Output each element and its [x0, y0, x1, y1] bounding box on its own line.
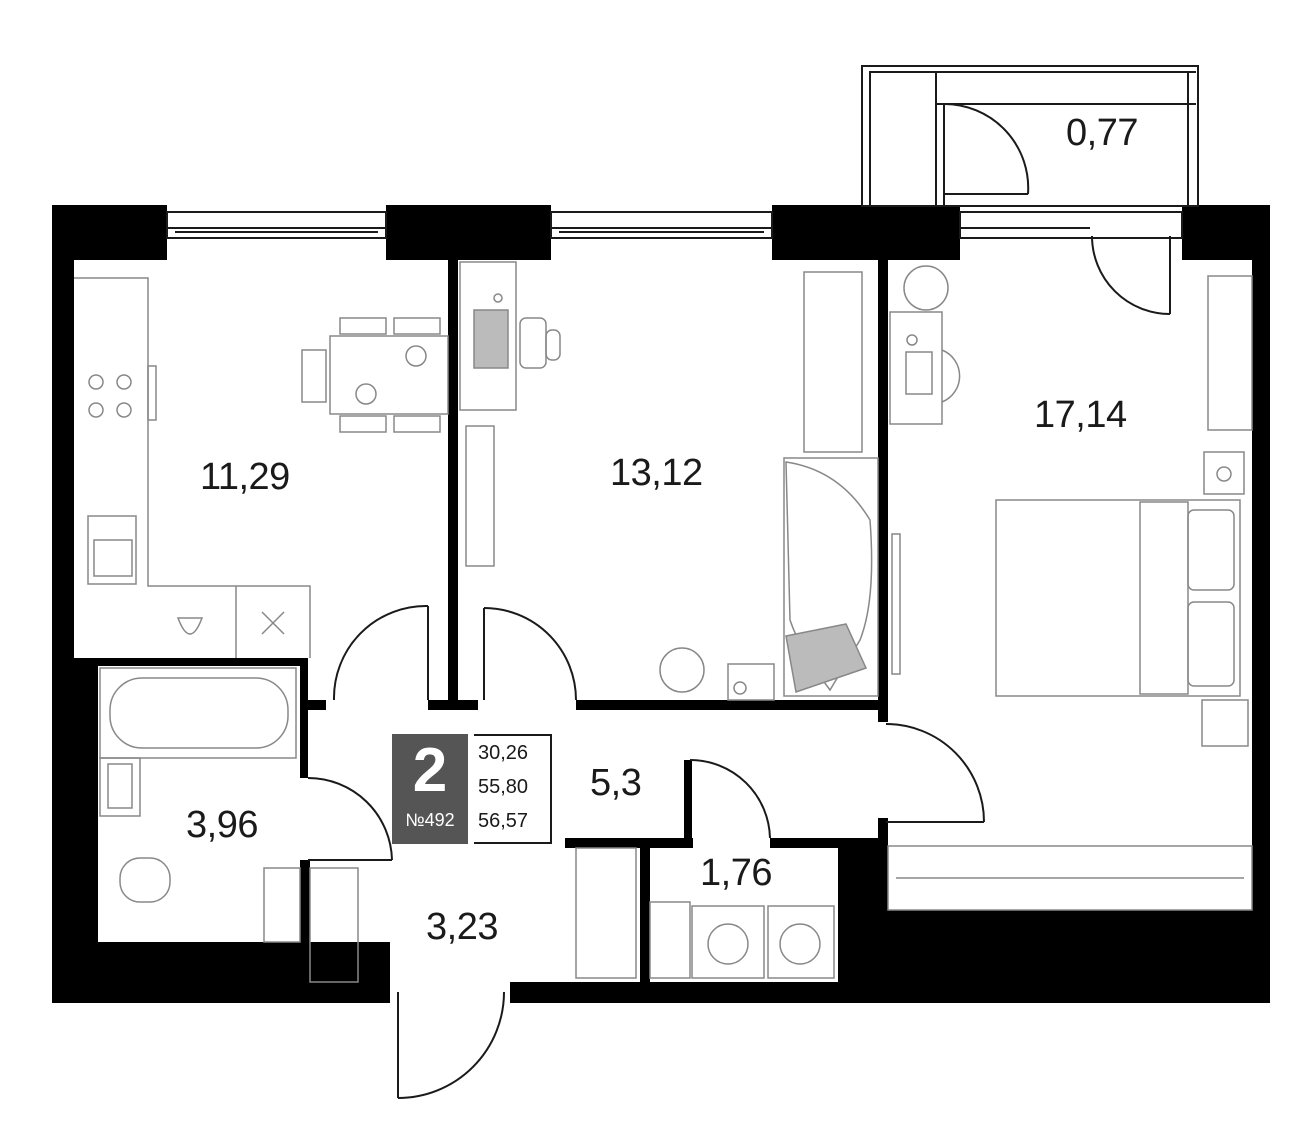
area-total: 55,80 [478, 776, 529, 798]
label-entry-area: 3,23 [426, 906, 498, 948]
label-hall-area: 5,3 [590, 762, 642, 804]
label-balcony-area: 0,77 [1066, 112, 1138, 154]
laundry-furniture [575, 847, 835, 979]
area-living: 30,26 [478, 742, 529, 764]
exterior-walls [52, 205, 1270, 1003]
bedroom-large-furniture [887, 265, 1253, 911]
bathroom-furniture [99, 667, 359, 983]
doors [307, 235, 1171, 1099]
apartment-areas: 30,26 55,80 56,57 [474, 734, 552, 844]
area-with-balcony: 56,57 [478, 810, 529, 832]
interior-walls [74, 258, 888, 982]
label-bedroom-small-area: 13,12 [610, 452, 703, 494]
apartment-badge: 2 №492 [392, 734, 468, 844]
bedroom-small-furniture [459, 261, 879, 701]
rooms-count: 2 [412, 736, 448, 805]
label-kitchen-area: 11,29 [200, 456, 290, 498]
balcony [861, 65, 1199, 207]
apartment-number: №492 [405, 810, 455, 830]
label-laundry-area: 1,76 [700, 852, 772, 894]
kitchen-furniture [74, 277, 449, 658]
label-bathroom-area: 3,96 [186, 804, 258, 846]
label-bedroom-large-area: 17,14 [1034, 394, 1127, 436]
windows [166, 211, 1183, 239]
